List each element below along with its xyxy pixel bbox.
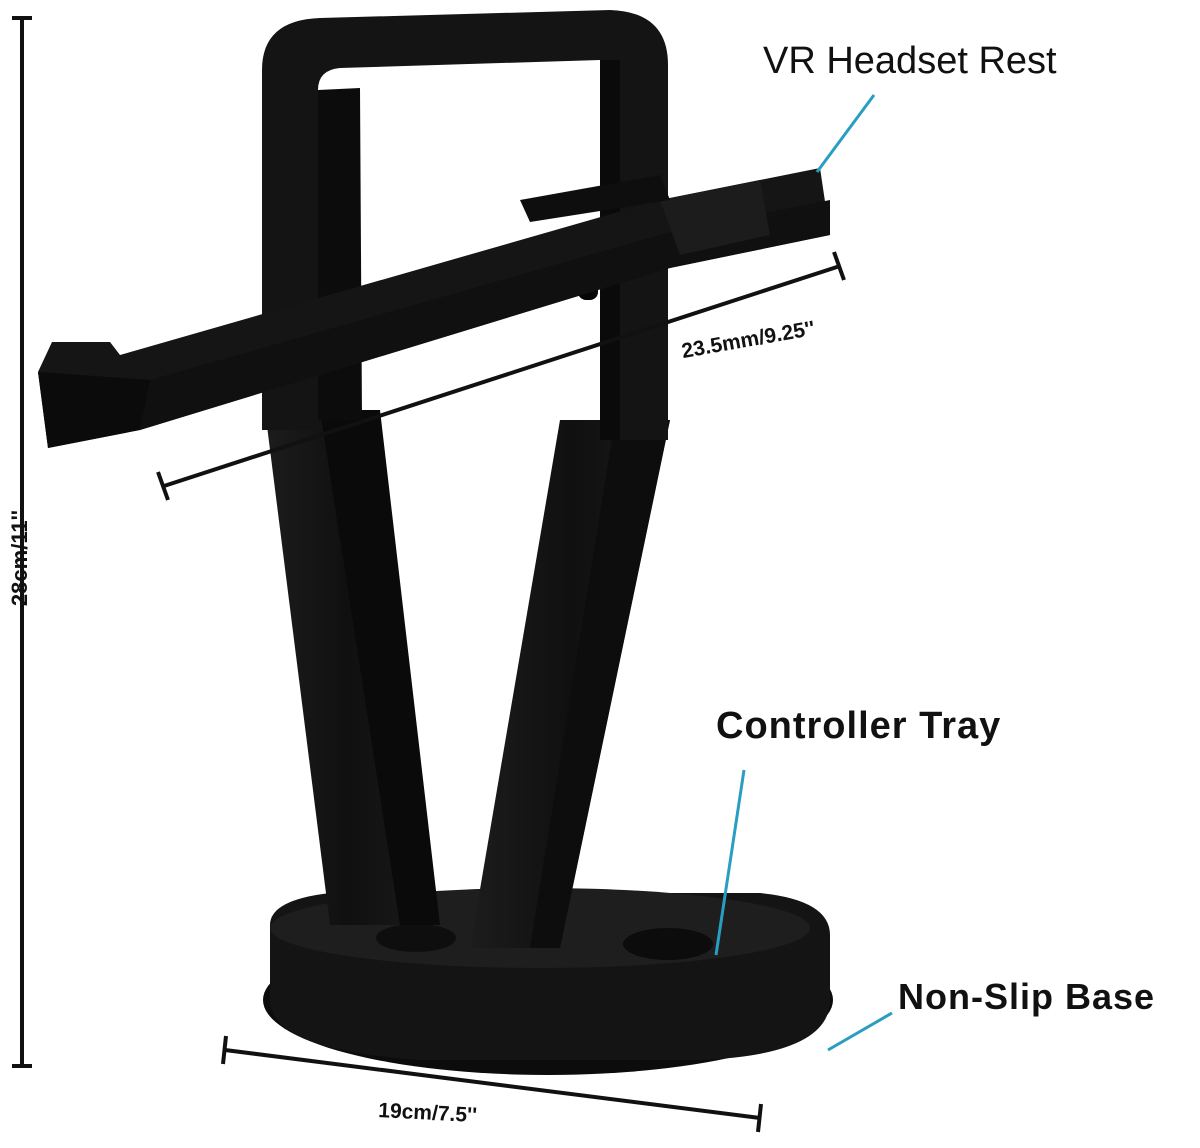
stand-legs [265,410,670,948]
callout-line-base [827,1011,893,1052]
headset-rest-bar [38,168,830,448]
controller-tray-label: Controller Tray [716,705,1002,747]
height-dimension-label: 28cm/11'' [7,509,32,607]
headset-rest-label: VR Headset Rest [763,40,1057,82]
callout-line-headset [815,94,876,173]
base-width-dim-line [224,1048,761,1120]
rest-width-dim-line [163,264,841,488]
callout-lines [714,94,893,1052]
base-width-dimension-label: 19cm/7.5'' [377,1099,478,1128]
stand-base [263,888,833,1075]
non-slip-base-label: Non-Slip Base [898,976,1156,1017]
callout-line-tray [714,769,746,956]
dimension-lines [12,16,846,1133]
